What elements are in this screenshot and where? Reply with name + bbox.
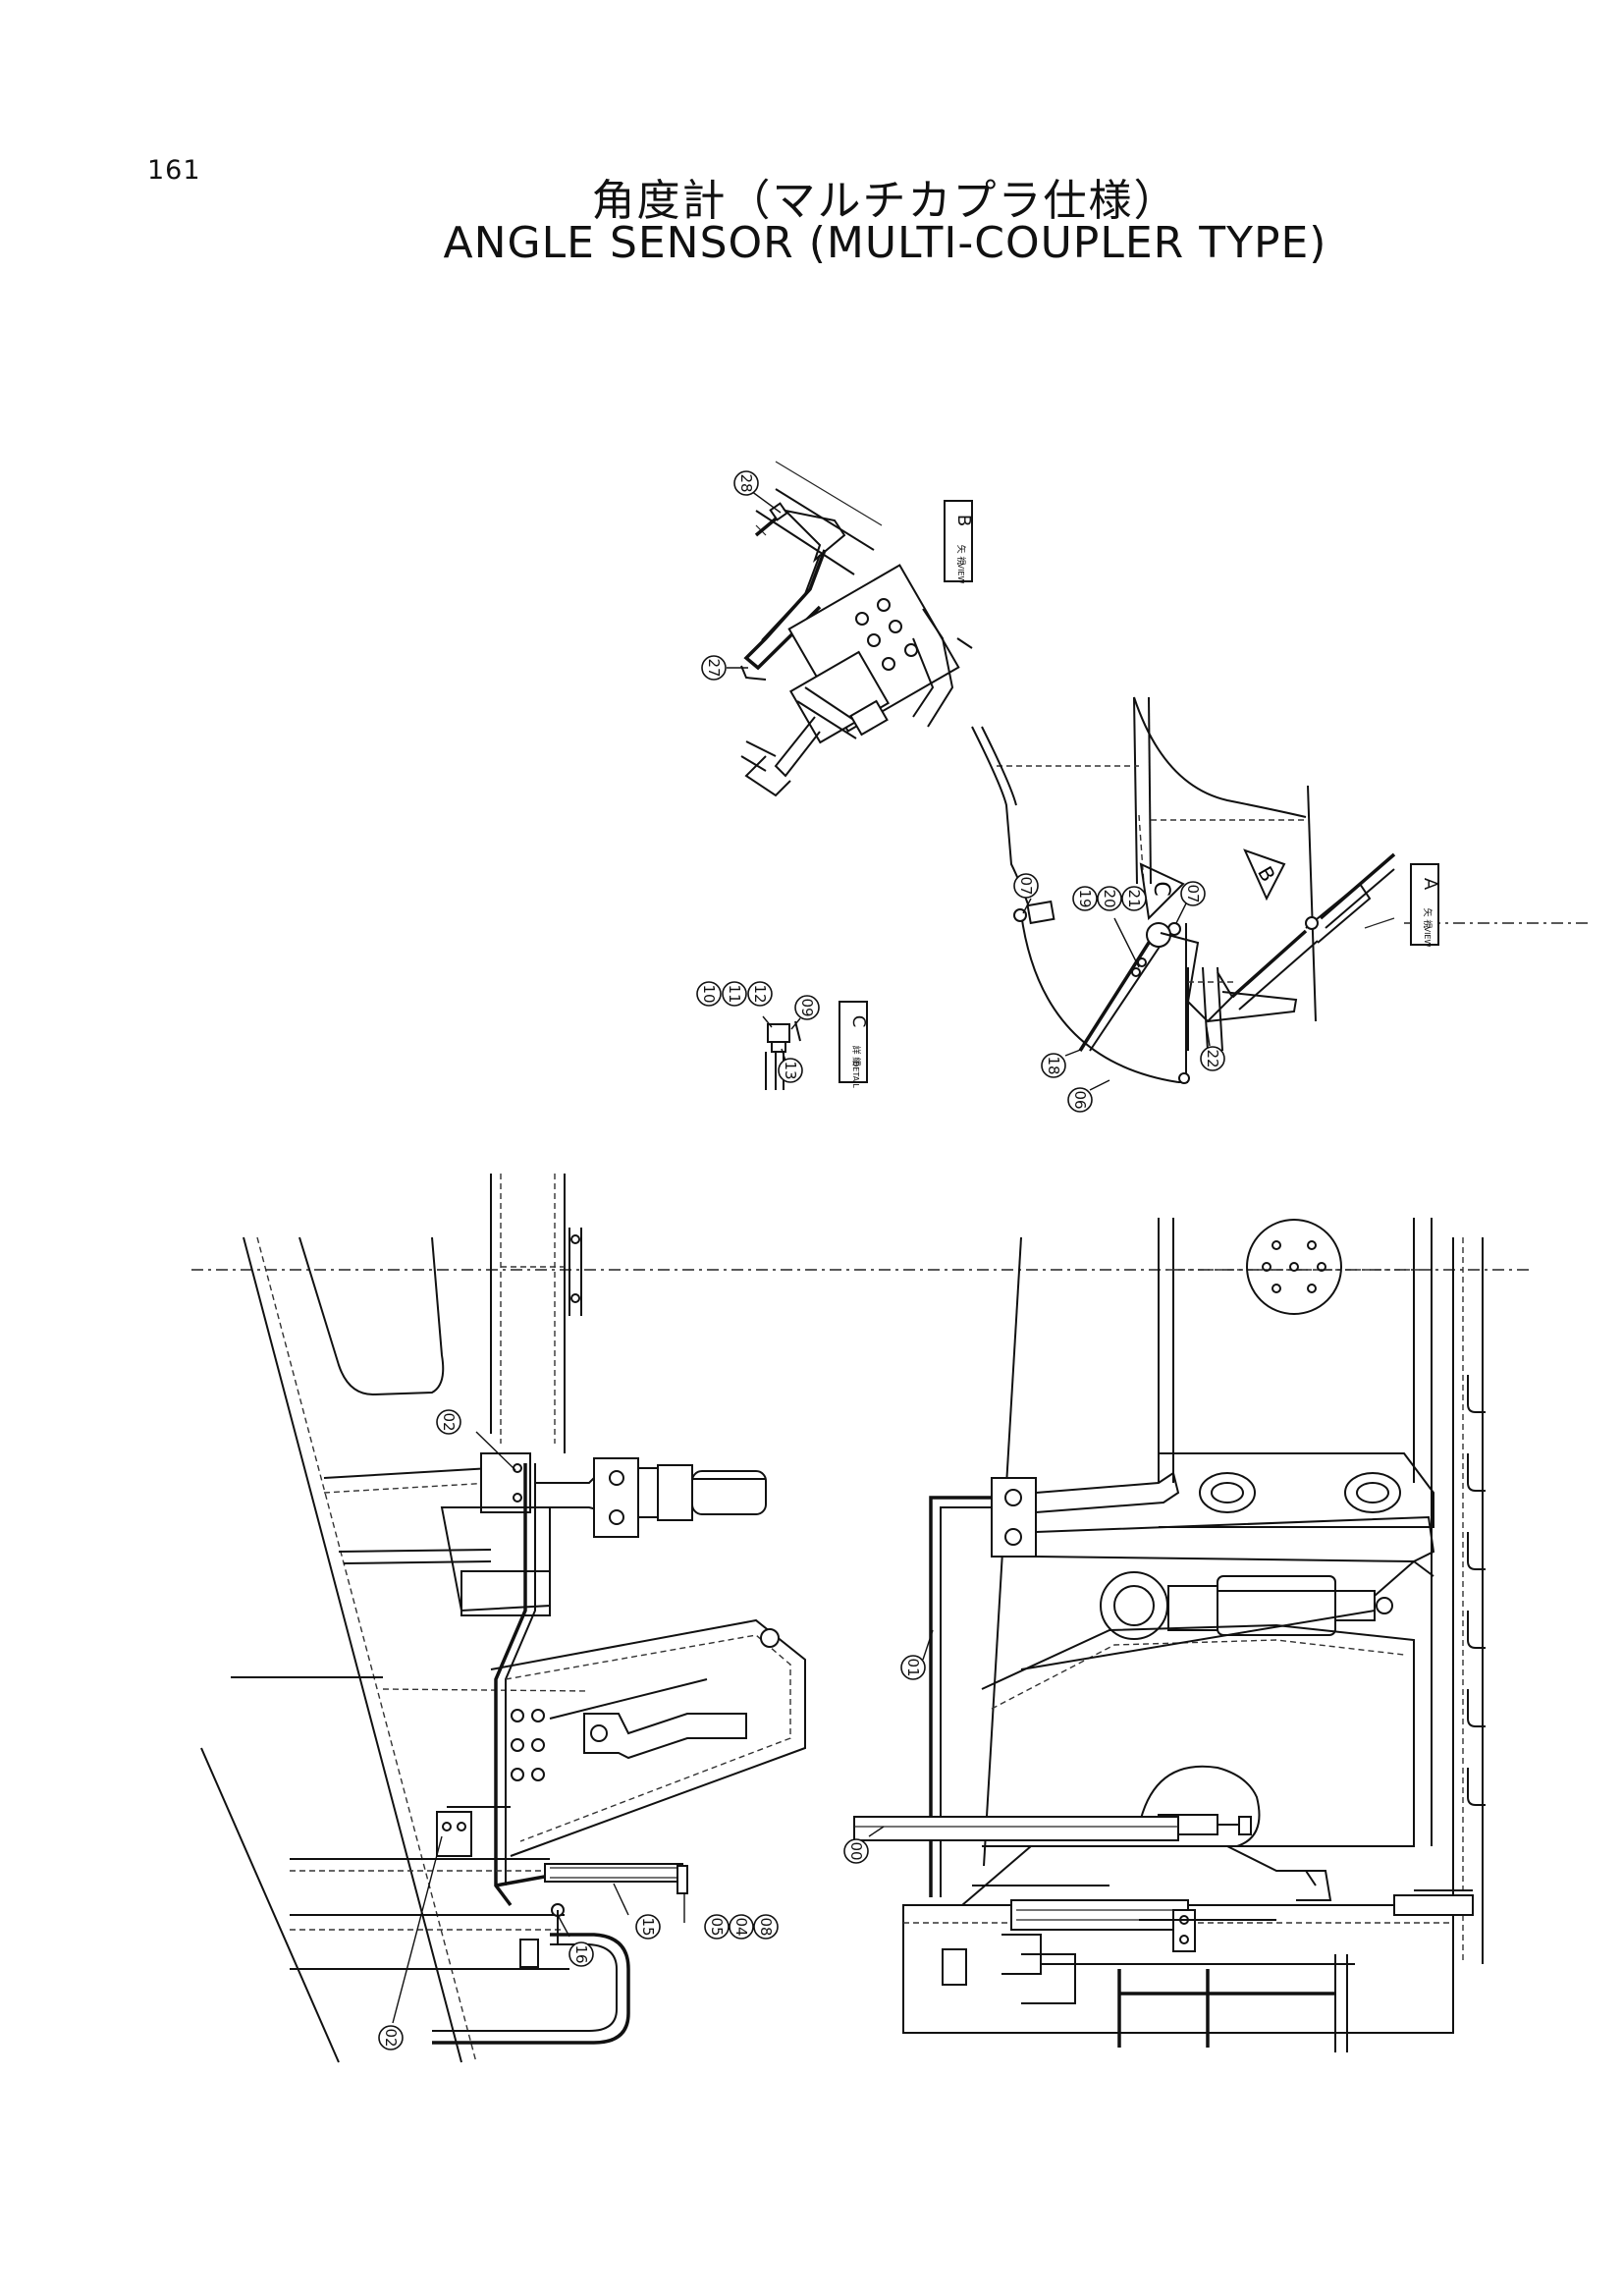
svg-text:10: 10 [700,984,718,1003]
callout-28: 28 [733,470,759,496]
view-a-drawing [971,696,1591,1084]
view-b-jp: 矢 視 [955,545,967,566]
svg-text:02: 02 [440,1412,458,1431]
detail-c-jp: 詳 細 [850,1046,862,1066]
callout-06: 06 [1067,1087,1093,1113]
svg-text:04: 04 [732,1917,750,1936]
view-b-letter: B [953,515,974,526]
left-main-drawing [191,1174,1532,2063]
callout-22: 22 [1200,1046,1225,1071]
callout-02-upper: 02 [436,1409,461,1435]
title-japanese: 角度計（マルチカプラ仕様） [591,176,1179,226]
page-number: 161 [147,155,201,186]
view-b-en: VIEW [956,564,965,584]
callout-20: 20 [1097,886,1122,911]
svg-text:09: 09 [798,998,816,1016]
svg-text:28: 28 [737,473,755,492]
callout-08: 08 [753,1914,779,1940]
callout-15: 15 [635,1914,661,1940]
svg-text:21: 21 [1125,889,1143,907]
view-b-drawing [740,461,973,797]
view-arrow-c-letter: C [1149,881,1173,896]
callout-10: 10 [696,981,722,1007]
callout-11: 11 [722,981,747,1007]
callout-00: 00 [843,1838,869,1864]
callout-16: 16 [568,1941,594,1967]
callout-01: 01 [900,1655,926,1680]
svg-text:07: 07 [1017,876,1035,895]
svg-text:11: 11 [726,984,743,1003]
svg-text:08: 08 [757,1917,775,1936]
callout-04: 04 [729,1914,754,1940]
callout-leaders [392,490,1211,2024]
title-english: ANGLE SENSOR (MULTI-COUPLER TYPE) [443,218,1327,268]
svg-text:13: 13 [782,1061,799,1079]
callout-09: 09 [794,995,820,1020]
callout-19: 19 [1072,886,1098,911]
svg-text:01: 01 [904,1658,922,1676]
svg-text:15: 15 [639,1917,657,1936]
detail-c-label: C 詳 細 DETAIL [839,1001,869,1088]
callout-02-lower: 02 [378,2025,404,2050]
right-main-drawing [853,1218,1486,2052]
detail-c-en: DETAIL [851,1061,860,1088]
callout-13: 13 [778,1058,803,1083]
svg-text:22: 22 [1204,1049,1221,1067]
callout-12: 12 [747,981,773,1007]
view-a-en: VIEW [1423,927,1432,948]
svg-text:18: 18 [1045,1056,1062,1074]
callout-18: 18 [1041,1053,1066,1078]
callout-21: 21 [1121,886,1147,911]
view-a-label: A 矢 視 VIEW [1410,863,1440,948]
callout-07-right: 07 [1180,881,1206,906]
svg-text:12: 12 [751,984,769,1003]
view-b-label: B 矢 視 VIEW [944,500,974,584]
svg-text:16: 16 [572,1944,590,1963]
detail-c-letter: C [848,1015,869,1028]
callout-07-left: 07 [1013,873,1039,899]
view-a-jp: 矢 視 [1422,908,1434,929]
svg-text:07: 07 [1184,884,1202,902]
svg-text:05: 05 [708,1917,726,1936]
svg-text:27: 27 [705,658,723,677]
svg-text:19: 19 [1076,889,1094,907]
svg-text:20: 20 [1101,889,1118,907]
svg-text:02: 02 [382,2028,400,2047]
callout-05: 05 [704,1914,730,1940]
svg-text:00: 00 [847,1841,865,1860]
svg-text:06: 06 [1071,1090,1089,1109]
callout-27: 27 [701,655,727,681]
view-a-letter: A [1420,878,1440,891]
